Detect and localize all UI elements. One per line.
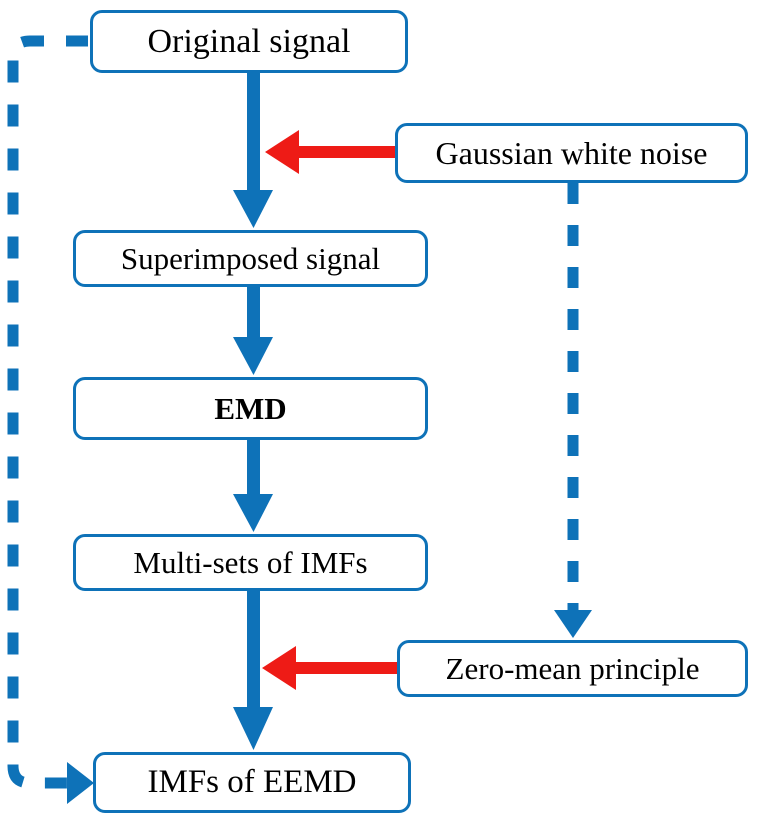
node-imfs-of-eemd[interactable]: IMFs of EEMD (93, 752, 411, 813)
connector-flow-multisets-to-imfs (233, 591, 273, 750)
node-gaussian-white-noise[interactable]: Gaussian white noise (395, 123, 748, 183)
node-label-gaussian-white-noise: Gaussian white noise (435, 135, 708, 171)
connector-flow-superimposed-to-emd (233, 287, 273, 375)
node-label-multi-sets-of-imfs: Multi-sets of IMFs (133, 545, 368, 580)
node-emd[interactable]: EMD (73, 377, 428, 440)
node-label-original-signal: Original signal (147, 22, 351, 60)
node-label-emd: EMD (214, 391, 287, 426)
node-label-zero-mean-principle: Zero-mean principle (445, 651, 700, 686)
node-label-imfs-of-eemd: IMFs of EEMD (147, 764, 357, 800)
node-zero-mean-principle[interactable]: Zero-mean principle (397, 640, 748, 697)
connector-dashed-noise-to-zero-mean (554, 183, 592, 638)
connector-flow-emd-to-multisets (233, 440, 273, 532)
node-superimposed-signal[interactable]: Superimposed signal (73, 230, 428, 287)
node-original-signal[interactable]: Original signal (90, 10, 408, 73)
connector-inject-zero-mean (262, 646, 397, 690)
connector-flow-original-to-superimposed (233, 73, 273, 228)
node-multi-sets-of-imfs[interactable]: Multi-sets of IMFs (73, 534, 428, 591)
connector-inject-gaussian-noise (265, 130, 395, 174)
node-label-superimposed-signal: Superimposed signal (120, 241, 381, 276)
connector-dashed-feedback-loop (7, 35, 94, 804)
